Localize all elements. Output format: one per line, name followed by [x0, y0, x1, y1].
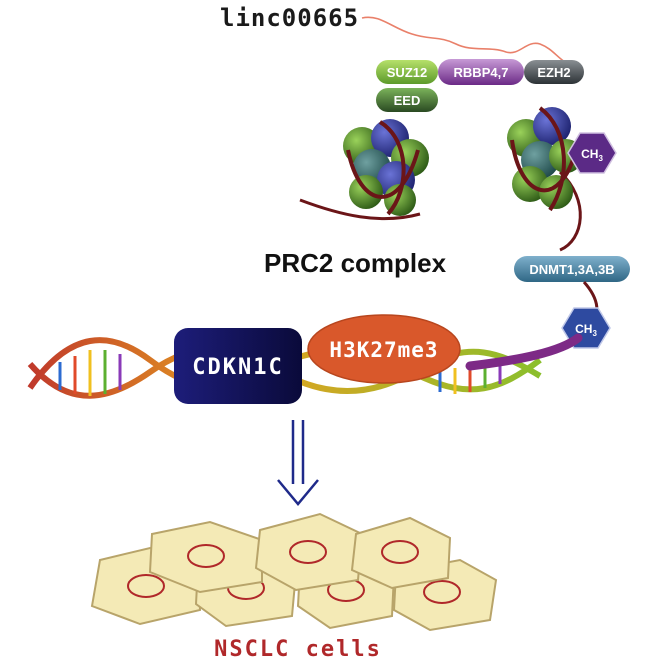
complex-label: PRC2 complex	[264, 248, 447, 278]
methyl-upper-label: CH	[581, 147, 598, 161]
methyl-lower-label: CH	[575, 322, 592, 336]
cell	[148, 520, 263, 594]
histone-mark: H3K27me3	[307, 314, 461, 384]
nucleosome-left	[343, 119, 429, 216]
down-arrow-icon	[277, 420, 319, 506]
outcome-label: NSCLC cells	[214, 637, 382, 662]
rbbp-subunit: RBBP4,7	[438, 59, 524, 85]
eed-label: EED	[394, 93, 421, 108]
dnmt-label: DNMT1,3A,3B	[529, 262, 614, 277]
svg-text:CH3: CH3	[581, 147, 603, 163]
suz12-label: SUZ12	[387, 65, 427, 80]
suz12-subunit: SUZ12	[376, 60, 438, 84]
cell-cluster	[90, 512, 498, 632]
lncrna-strand	[361, 16, 577, 67]
dnmt-enzyme: DNMT1,3A,3B	[514, 256, 630, 282]
methyl-upper-subscript: 3	[598, 154, 603, 163]
gene-label: CDKN1C	[192, 355, 283, 380]
rbbp-label: RBBP4,7	[454, 65, 509, 80]
h3-tail	[465, 333, 583, 371]
gene-box: CDKN1C	[174, 328, 302, 404]
ezh2-label: EZH2	[537, 65, 570, 80]
methyl-lower-subscript: 3	[592, 329, 597, 338]
lncrna-label: linc00665	[220, 4, 359, 32]
ezh2-subunit: EZH2	[524, 60, 584, 84]
eed-subunit: EED	[376, 88, 438, 112]
cell	[254, 512, 364, 592]
cell	[350, 516, 452, 590]
methyl-group-upper: CH3	[567, 132, 617, 174]
histone-mark-label: H3K27me3	[329, 338, 438, 362]
svg-text:CH3: CH3	[575, 322, 597, 338]
